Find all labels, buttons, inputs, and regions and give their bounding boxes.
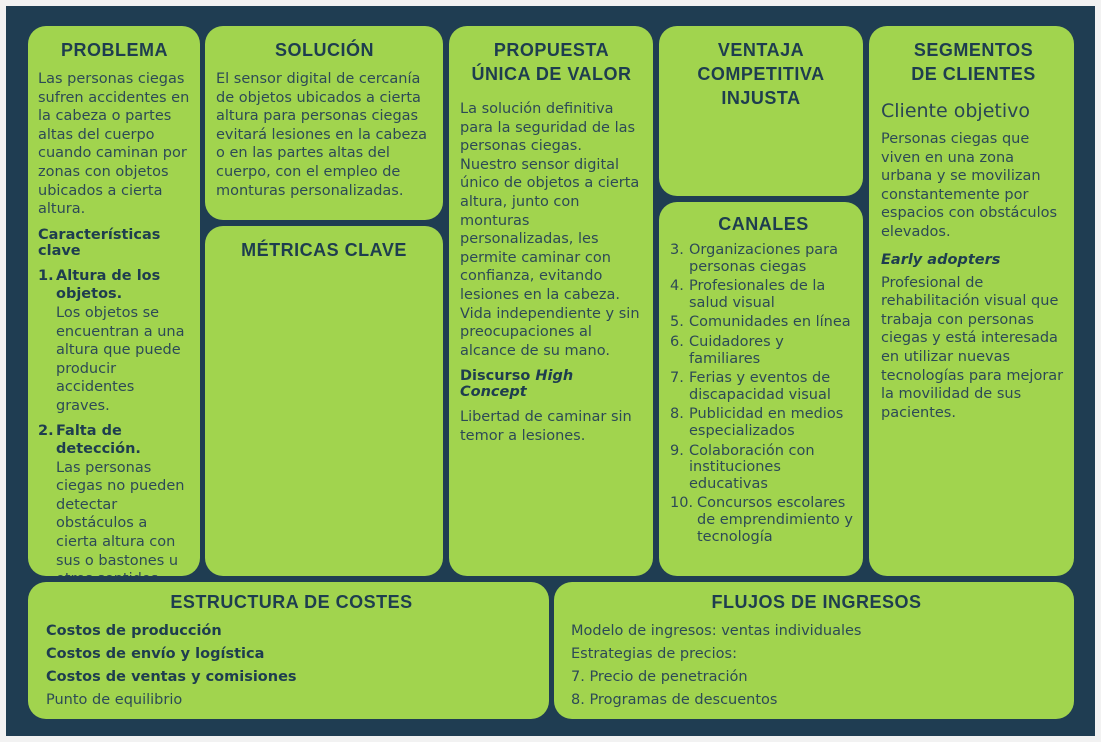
ingresos-line-3: 7. Precio de penetración <box>571 669 748 685</box>
propuesta-card: PROPUESTA ÚNICA DE VALOR La solución def… <box>449 26 653 576</box>
lean-canvas-board: PROBLEMA Las personas ciegas sufren acci… <box>6 6 1095 736</box>
canales-item-text: Concursos escolares de emprendimiento y … <box>697 495 853 545</box>
ventaja-card: VENTAJA COMPETITIVA INJUSTA <box>659 26 863 196</box>
problema-card: PROBLEMA Las personas ciegas sufren acci… <box>28 26 200 576</box>
canales-item-text: Colaboración con instituciones educativa… <box>689 442 815 492</box>
segmentos-early-text: Profesional de rehabilitación visual que… <box>881 274 1064 421</box>
problema-subtitle: Características clave <box>38 226 161 259</box>
ingresos-line-1: Modelo de ingresos: ventas individuales <box>571 623 862 639</box>
segmentos-card: SEGMENTOS DE CLIENTES Cliente objetivo P… <box>869 26 1074 576</box>
ingresos-card: FLUJOS DE INGRESOS Modelo de ingresos: v… <box>554 582 1074 719</box>
problema-item-2-num: 2. <box>38 422 54 439</box>
canales-list: 3. Organizaciones para personas ciegas 4.… <box>670 242 857 545</box>
propuesta-title-line1: PROPUESTA <box>493 40 610 60</box>
segmentos-target-text: Personas ciegas que viven en una zona ur… <box>881 131 1058 240</box>
ingresos-line-4: 8. Programas de descuentos <box>571 692 778 708</box>
problema-item-1: 1. Altura de los objetos. Los objetos se… <box>38 267 191 416</box>
canales-item-text: Organizaciones para personas ciegas <box>689 242 839 275</box>
costes-title: ESTRUCTURA DE COSTES <box>170 592 413 612</box>
canales-item-text: Publicidad en medios especializados <box>689 406 844 439</box>
costes-card: ESTRUCTURA DE COSTES Costos de producció… <box>28 582 549 719</box>
ventaja-title-line3: INJUSTA <box>721 88 801 108</box>
problema-item-1-text: Los objetos se encuentran a una altura q… <box>56 304 185 414</box>
canales-item-num: 4. <box>670 278 684 295</box>
canales-item-num: 6. <box>670 333 684 350</box>
propuesta-text: La solución definitiva para la seguridad… <box>460 101 640 359</box>
canales-item-text: Ferias y eventos de discapacidad visual <box>689 370 831 403</box>
solucion-title: SOLUCIÓN <box>274 40 374 60</box>
segmentos-target-title: Cliente objetivo <box>881 100 1030 122</box>
problema-intro: Las personas ciegas sufren accidentes en… <box>38 71 190 218</box>
problema-item-1-num: 1. <box>38 267 54 284</box>
canales-item-9: 9. Colaboración con instituciones educati… <box>670 443 857 493</box>
canales-item-text: Profesionales de la salud visual <box>689 278 826 311</box>
costes-item-envio: Costos de envío y logística <box>46 646 265 662</box>
ventaja-title-line1: VENTAJA <box>717 40 805 60</box>
segmentos-title-line2: DE CLIENTES <box>911 64 1036 84</box>
canales-item-5: 5. Comunidades en línea <box>670 314 857 331</box>
propuesta-title-line2: ÚNICA DE VALOR <box>471 64 632 84</box>
canales-item-num: 10. <box>670 495 694 512</box>
canales-item-num: 9. <box>670 442 684 459</box>
costes-item-equilibrio: Punto de equilibrio <box>46 692 183 708</box>
canales-card: CANALES 3. Organizaciones para personas c… <box>659 202 863 576</box>
metricas-card: MÉTRICAS CLAVE <box>205 226 443 576</box>
canales-title: CANALES <box>718 214 809 234</box>
metricas-title: MÉTRICAS CLAVE <box>241 240 407 260</box>
costes-item-ventas: Costos de ventas y comisiones <box>46 669 297 685</box>
canales-item-num: 8. <box>670 406 684 423</box>
propuesta-subtitle-italic: High Concept <box>460 368 574 401</box>
canales-item-3: 3. Organizaciones para personas ciegas <box>670 242 857 275</box>
problema-item-2-title: Falta de detección. <box>56 422 141 458</box>
canales-item-text: Cuidadores y familiares <box>689 333 784 367</box>
canales-item-8: 8. Publicidad en medios especializados <box>670 406 857 439</box>
ingresos-line-2: Estrategias de precios: <box>571 646 737 662</box>
costes-item-produccion: Costos de producción <box>46 623 222 639</box>
canales-item-text: Comunidades en línea <box>689 314 851 331</box>
problema-item-1-title: Altura de los objetos. <box>56 267 161 303</box>
canales-item-7: 7. Ferias y eventos de discapacidad visua… <box>670 370 857 403</box>
problema-item-2: 2. Falta de detección. Las personas cieg… <box>38 422 191 577</box>
ingresos-title: FLUJOS DE INGRESOS <box>711 592 922 612</box>
canales-item-num: 7. <box>670 370 684 387</box>
propuesta-concept: Libertad de caminar sin temor a lesiones… <box>460 409 632 444</box>
problema-title: PROBLEMA <box>61 40 168 60</box>
problema-item-2-text: Las personas ciegas no pueden detectar o… <box>56 459 185 576</box>
propuesta-subtitle: Discurso High Concept <box>460 368 643 400</box>
propuesta-subtitle-plain: Discurso <box>460 368 536 385</box>
canales-item-num: 5. <box>670 314 684 331</box>
canales-item-6: 6. Cuidadores y familiares <box>670 334 857 367</box>
solucion-text: El sensor digital de cercanía de objetos… <box>216 71 427 199</box>
canales-item-10: 10.Concursos escolares de emprendimiento… <box>670 495 857 545</box>
canales-item-num: 3. <box>670 242 684 258</box>
segmentos-title-line1: SEGMENTOS <box>913 40 1034 60</box>
canales-item-4: 4. Profesionales de la salud visual <box>670 278 857 311</box>
segmentos-early-title: Early adopters <box>881 251 1001 268</box>
solucion-card: SOLUCIÓN El sensor digital de cercanía d… <box>205 26 443 220</box>
ventaja-title-line2: COMPETITIVA <box>697 64 825 84</box>
